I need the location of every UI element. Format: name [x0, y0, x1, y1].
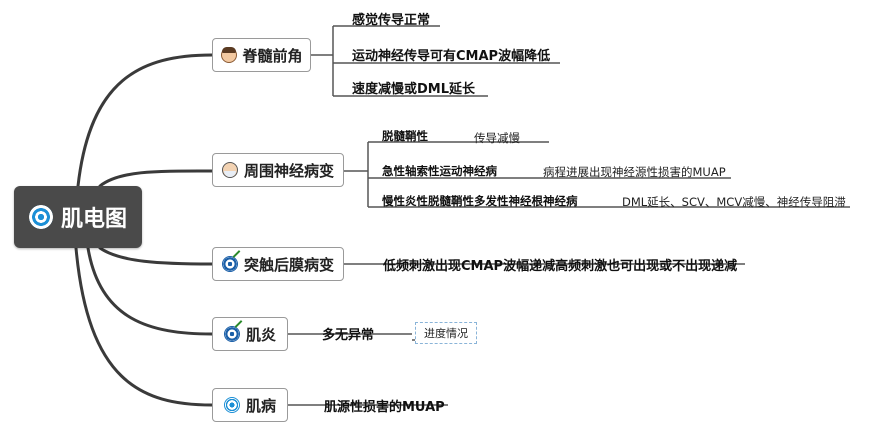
child-text: 运动神经传导可有CMAP波幅降低 — [352, 49, 551, 64]
root-label: 肌电图 — [60, 207, 127, 232]
branch-spinal-anterior-horn[interactable]: 脊髓前角 — [212, 38, 311, 72]
child-text: 肌源性损害的MUAP — [324, 400, 445, 415]
child-text: 感觉传导正常 — [352, 13, 431, 28]
child-text: 慢性炎性脱髓鞘性多发性神经根神经病 — [382, 194, 578, 208]
progress-tag[interactable]: 进度情况 — [415, 322, 477, 344]
child-text: 脱髓鞘性 — [382, 129, 428, 143]
target-arrow-icon — [223, 326, 240, 342]
child-text: 速度减慢或DML延长 — [352, 82, 476, 97]
branch-myopathy[interactable]: 肌病 — [212, 388, 288, 422]
branch-peripheral-neuropathy[interactable]: 周围神经病变 — [212, 153, 344, 187]
child-text: 急性轴索性运动神经病 — [382, 164, 497, 178]
face-icon — [220, 47, 237, 63]
branch-postsynaptic-membrane[interactable]: 突触后膜病变 — [212, 247, 344, 281]
branch-label: 肌炎 — [245, 325, 276, 344]
branch-label: 突触后膜病变 — [243, 255, 334, 274]
child-text: 多无异常 — [322, 328, 375, 343]
doctor-icon — [221, 162, 238, 178]
child-note: 传导减慢 — [474, 131, 520, 145]
child-note: 病程进展出现神经源性损害的MUAP — [543, 165, 726, 179]
branch-myositis[interactable]: 肌炎 — [212, 317, 288, 351]
magnifier-target-icon — [223, 397, 240, 413]
target-arrow-icon — [221, 256, 238, 272]
branch-label: 周围神经病变 — [243, 161, 334, 180]
child-text: 低频刺激出现CMAP波幅递减高频刺激也可出现或不出现递减 — [383, 259, 738, 274]
target-icon — [28, 205, 53, 229]
branch-label: 脊髓前角 — [242, 46, 303, 65]
root-node[interactable]: 肌电图 — [14, 186, 142, 248]
child-note: DML延长、SCV、MCV减慢、神经传导阻滞 — [622, 195, 846, 209]
branch-label: 肌病 — [245, 396, 276, 415]
